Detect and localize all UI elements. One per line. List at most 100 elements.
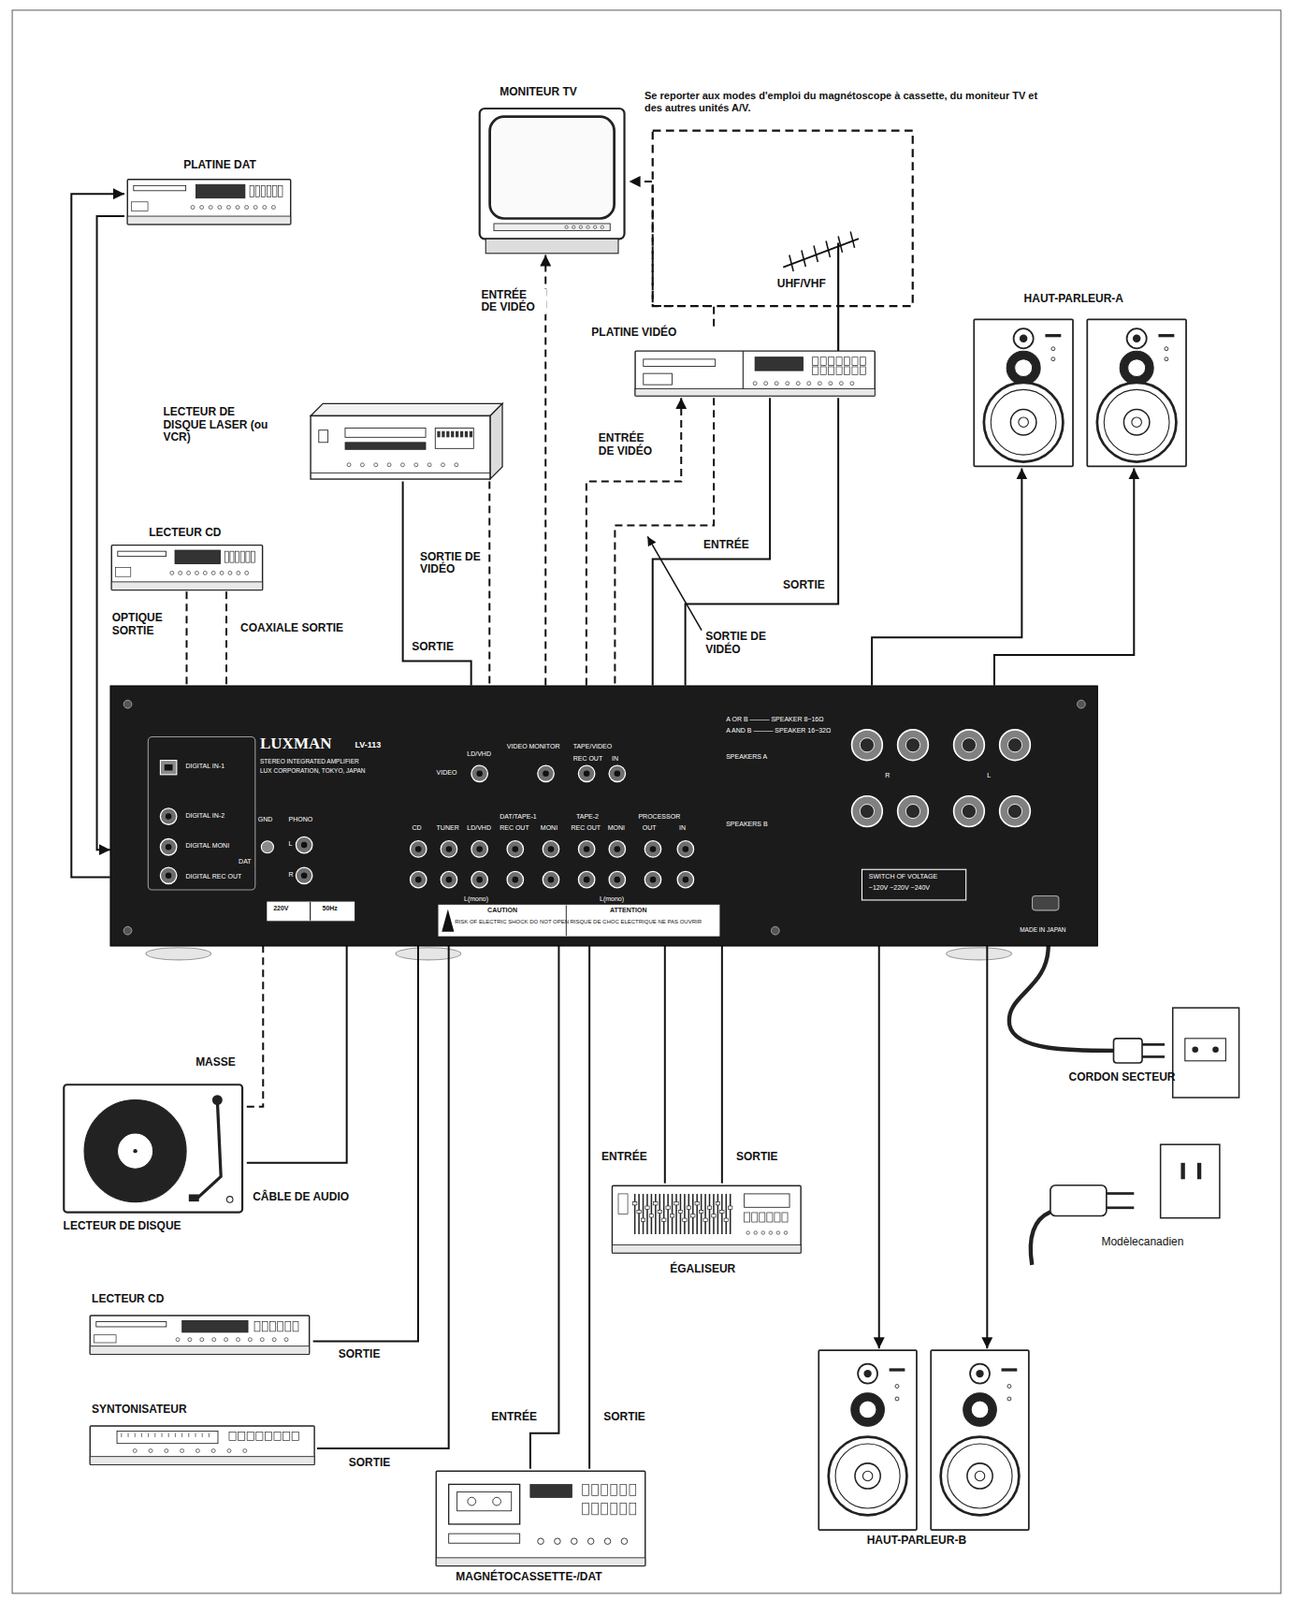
- audio-cable: [878, 945, 881, 1349]
- line-part: [120, 1433, 122, 1437]
- rect-part: [282, 1432, 290, 1441]
- edge-label: ENTRÉE: [489, 1410, 539, 1424]
- rect-part: [611, 1185, 801, 1253]
- circle-part: [897, 728, 928, 760]
- panel-marking: SWITCH OF VOLTAGE: [868, 872, 938, 881]
- circle-part: [212, 1094, 223, 1105]
- circle-part: [608, 840, 625, 856]
- circle-part: [764, 381, 768, 386]
- line-part: [716, 1193, 719, 1234]
- rect-part: [435, 428, 475, 449]
- circle-part: [746, 1230, 750, 1233]
- path-part: [441, 908, 454, 931]
- illustration-group: [436, 1470, 646, 1565]
- circle-part: [753, 381, 757, 386]
- rect-part: [250, 550, 255, 563]
- panel-marking: L(mono): [599, 895, 624, 903]
- circle-part: [677, 840, 694, 856]
- circle-part: [159, 838, 176, 855]
- rect-part: [681, 1217, 686, 1221]
- rect-part: [861, 868, 966, 900]
- circle-part: [123, 926, 132, 935]
- circle-part: [961, 803, 976, 818]
- line-part: [675, 1193, 678, 1234]
- panel-marking: 50Hz: [322, 904, 338, 913]
- circle-part: [471, 765, 488, 782]
- illustration-group: [818, 1349, 1029, 1530]
- circle-part: [179, 1448, 184, 1453]
- rect-part: [530, 1483, 573, 1497]
- panel-marking: L: [986, 771, 991, 780]
- circle-part: [613, 769, 621, 777]
- circle-part: [177, 570, 182, 575]
- circle-part: [301, 871, 308, 879]
- circle-part: [1051, 357, 1056, 362]
- circle-part: [454, 463, 459, 467]
- circle-part: [175, 1337, 180, 1342]
- panel-marking: MADE IN JAPAN: [1019, 926, 1066, 933]
- circle-part: [1007, 737, 1022, 752]
- circle-part: [1013, 359, 1032, 377]
- line-part: [127, 1433, 129, 1437]
- device-node: HAUT-PARLEUR-A: [970, 292, 1190, 469]
- circle-part: [571, 225, 575, 229]
- rect-part: [174, 550, 220, 564]
- rect-part: [852, 366, 858, 376]
- circle-part: [347, 463, 352, 467]
- rect-part: [719, 1209, 724, 1213]
- rect-part: [930, 1349, 1029, 1530]
- panel-marking: IN: [611, 754, 619, 763]
- circle-part: [148, 1448, 153, 1453]
- outlet-hole: [1191, 1046, 1199, 1054]
- device-label: LECTEUR CD: [148, 526, 221, 540]
- circle-part: [586, 225, 590, 229]
- device-node: LECTEUR DE DISQUE: [60, 1081, 247, 1240]
- circle-part: [613, 845, 621, 853]
- circle-part: [388, 463, 392, 467]
- circle-part: [476, 769, 483, 777]
- panel-marking: SPEAKERS A: [725, 753, 768, 761]
- circle-part: [217, 205, 222, 210]
- circle-part: [854, 1462, 881, 1489]
- circle-part: [999, 728, 1030, 760]
- circle-part: [415, 845, 422, 853]
- rect-part: [493, 223, 610, 232]
- rect-part: [89, 1425, 315, 1464]
- panel-marking: LD/VHD: [466, 750, 492, 758]
- note-label: UHF/VHF: [777, 277, 826, 291]
- note-label: Se reporter aux modes d'emploi du magnét…: [644, 89, 1053, 114]
- rect-part: [436, 1557, 646, 1566]
- rect-part: [643, 373, 673, 385]
- line-part: [634, 1193, 637, 1234]
- rect-part: [240, 550, 245, 563]
- panel-marking: A OR B ——— SPEAKER 8~16Ω: [725, 715, 824, 724]
- antenna-lead: [837, 242, 840, 351]
- wall-outlet-canada: [1160, 1144, 1220, 1217]
- rect-part: [812, 357, 819, 366]
- circle-part: [858, 1400, 877, 1419]
- circle-part: [608, 765, 625, 782]
- antenna-element: [850, 231, 855, 247]
- antenna-element: [801, 250, 806, 267]
- circle-part: [164, 1448, 169, 1453]
- rect-part: [698, 1209, 703, 1213]
- rect-part: [264, 1432, 272, 1441]
- power-plug: [1113, 1038, 1143, 1063]
- rect-part: [635, 388, 875, 396]
- rect-part: [442, 431, 446, 438]
- circle-part: [828, 1436, 908, 1516]
- circle-part: [947, 1443, 1013, 1508]
- line-part: [141, 1433, 143, 1437]
- circle-part: [235, 205, 240, 210]
- circle-part: [776, 1230, 780, 1233]
- rect-part: [93, 1334, 116, 1343]
- panel-marking: 220V: [273, 904, 289, 913]
- circle-part: [895, 1384, 899, 1389]
- circle-part: [242, 1448, 247, 1453]
- line-part: [188, 1433, 189, 1437]
- circle-part: [195, 1448, 200, 1453]
- circle-part: [228, 570, 232, 575]
- rect-part: [127, 179, 290, 225]
- audio-cable: [871, 467, 1022, 685]
- audio-cable: [313, 945, 419, 1342]
